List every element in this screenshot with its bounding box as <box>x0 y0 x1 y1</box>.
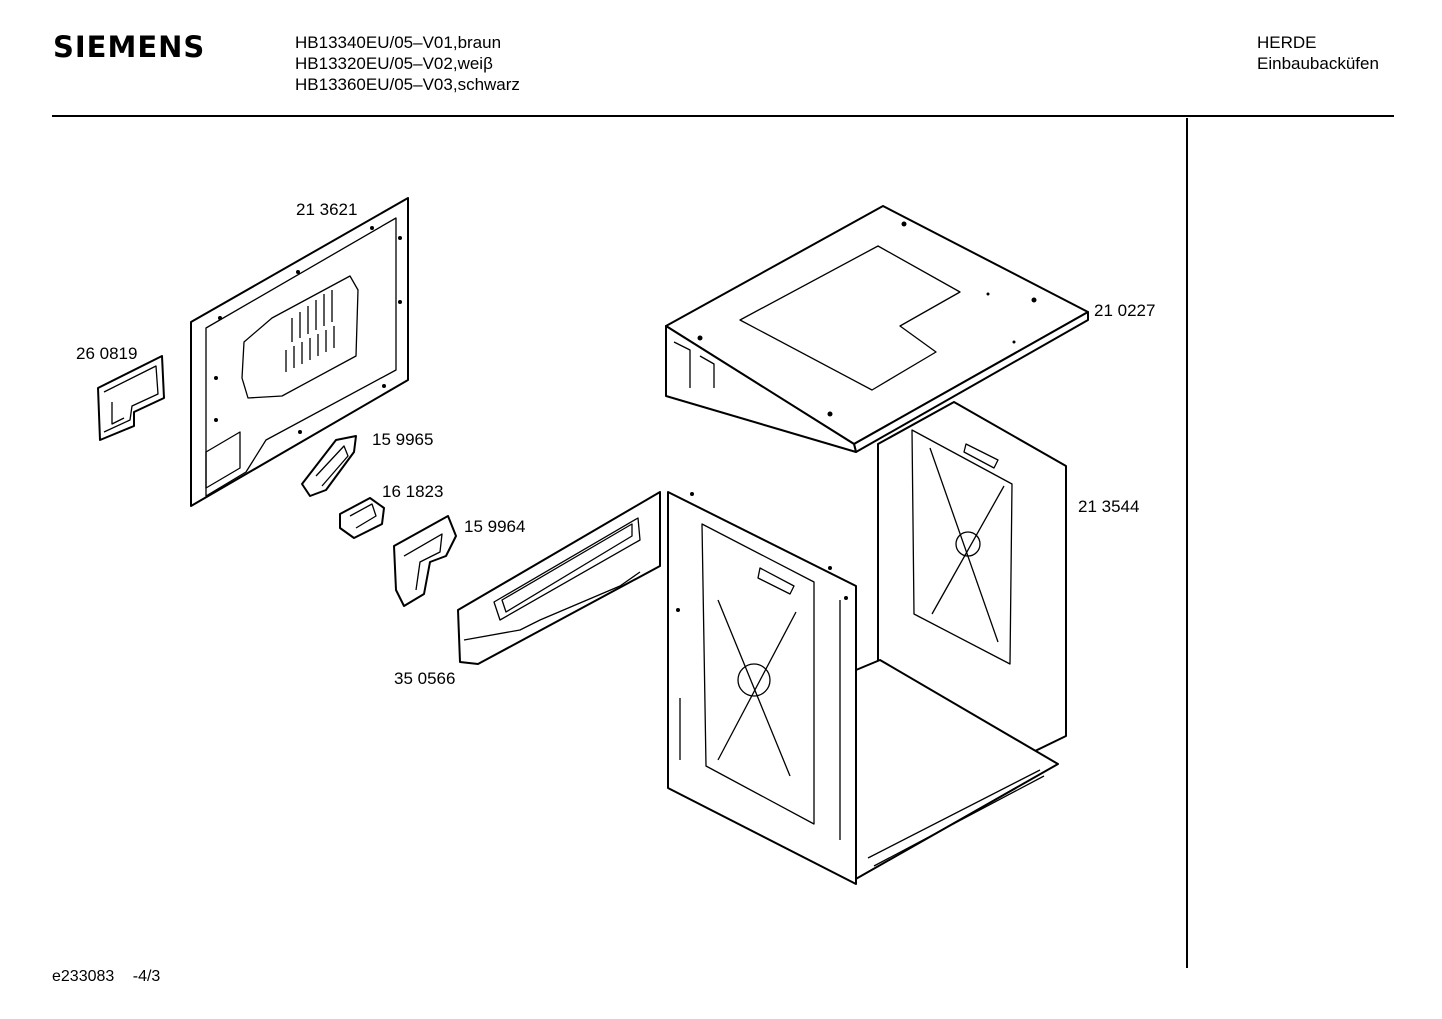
label-part-260819: 26 0819 <box>76 344 138 363</box>
model-line: HB13360EU/05–V03,schwarz <box>295 75 520 94</box>
part-top-cover-drawing <box>665 205 1089 453</box>
model-list: HB13340EU/05–V01,braun HB13320EU/05–V02,… <box>295 32 520 95</box>
model-line: HB13340EU/05–V01,braun <box>295 33 502 52</box>
category-block: HERDE Einbaubacküfen <box>1257 32 1379 74</box>
part-oven-box-drawing <box>667 401 1067 885</box>
side-divider <box>1186 118 1188 968</box>
label-part-159965: 15 9965 <box>372 430 434 449</box>
part-plate-drawing <box>393 515 457 607</box>
page-number: -4/3 <box>132 968 161 985</box>
header-divider <box>52 115 1394 117</box>
category-line: HERDE <box>1257 33 1317 52</box>
part-small-bracket-drawing <box>97 355 165 441</box>
label-part-210227: 21 0227 <box>1094 301 1156 320</box>
label-part-161823: 16 1823 <box>382 482 444 501</box>
document-code: e233083 <box>52 968 115 985</box>
part-clip-drawing <box>339 497 385 539</box>
part-duct-drawing <box>457 491 661 665</box>
label-part-213621: 21 3621 <box>296 200 358 219</box>
part-switch-drawing <box>301 435 357 497</box>
model-line: HB13320EU/05–V02,weiβ <box>295 54 493 73</box>
part-rear-panel-drawing <box>190 197 409 507</box>
label-part-213544: 21 3544 <box>1078 497 1140 516</box>
label-part-159964: 15 9964 <box>464 517 526 536</box>
label-part-350566: 35 0566 <box>394 669 456 688</box>
category-line: Einbaubacküfen <box>1257 54 1379 73</box>
footer: e233083 -4/3 <box>52 968 174 986</box>
brand-logo: SIEMENS <box>53 30 206 64</box>
